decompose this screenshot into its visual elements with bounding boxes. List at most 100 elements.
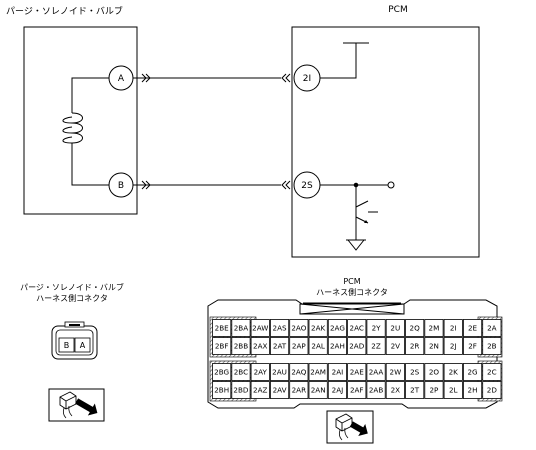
pcm-cavity-2s: 2S xyxy=(405,363,425,381)
pcm-cavity-2ba: 2BA xyxy=(231,319,251,337)
pcm-cavity-2ao: 2AO xyxy=(289,319,309,337)
svg-text:2AM: 2AM xyxy=(310,368,326,377)
svg-text:2BE: 2BE xyxy=(215,324,230,333)
svg-text:A: A xyxy=(118,74,125,84)
svg-text:2Y: 2Y xyxy=(372,324,382,333)
pcm-cavity-2ag: 2AG xyxy=(327,319,347,337)
pcm-supply-line xyxy=(320,42,369,79)
svg-text:2F: 2F xyxy=(468,342,477,351)
pcm-cavity-2g: 2G xyxy=(462,363,483,381)
pcm-connector-title-2: ハーネス側コネクタ xyxy=(316,287,388,297)
solenoid-connector-title-2: ハーネス側コネクタ xyxy=(36,293,108,303)
pcm-cavity-2au: 2AU xyxy=(269,363,290,381)
pcm-cavity-2ar: 2AR xyxy=(289,381,309,399)
pcm-cavity-2ac: 2AC xyxy=(347,319,367,337)
svg-text:2W: 2W xyxy=(390,368,402,377)
svg-text:2X: 2X xyxy=(391,386,401,395)
svg-text:2A: 2A xyxy=(487,324,497,333)
connector-mark-b xyxy=(141,180,151,190)
svg-text:2D: 2D xyxy=(487,386,498,395)
pcm-cavity-2bf: 2BF xyxy=(212,337,232,355)
svg-text:2AE: 2AE xyxy=(350,368,364,377)
pcm-cavity-2af: 2AF xyxy=(347,381,367,399)
pcm-cavity-2c: 2C xyxy=(482,363,502,381)
svg-text:2T: 2T xyxy=(410,386,420,395)
connector-mark-a xyxy=(141,73,151,83)
pcm-cavity-2i: 2I xyxy=(443,319,463,337)
terminal-2s: 2S xyxy=(293,171,321,199)
pcm-cavity-2aq: 2AQ xyxy=(289,363,309,381)
svg-text:2AO: 2AO xyxy=(291,324,306,333)
svg-text:2S: 2S xyxy=(410,368,420,377)
pin-b: B xyxy=(64,341,70,350)
solenoid-connector: B A xyxy=(51,321,98,360)
pcm-title: PCM xyxy=(388,5,407,15)
svg-text:2AU: 2AU xyxy=(272,368,287,377)
pcm-cavity-2ah: 2AH xyxy=(327,337,347,355)
svg-text:2AA: 2AA xyxy=(369,368,384,377)
svg-text:2BC: 2BC xyxy=(234,368,248,377)
solenoid-connector-title-1: パージ・ソレノイド・バルブ xyxy=(20,282,124,292)
terminal-a: A xyxy=(108,65,134,91)
svg-text:2AW: 2AW xyxy=(252,324,268,333)
svg-text:2AD: 2AD xyxy=(349,342,364,351)
svg-text:2Q: 2Q xyxy=(410,324,421,333)
svg-text:2Z: 2Z xyxy=(371,342,381,351)
connector-mark-2i xyxy=(281,73,291,83)
svg-text:2R: 2R xyxy=(410,342,420,351)
solenoid-coil xyxy=(62,77,109,186)
svg-text:2AT: 2AT xyxy=(273,342,287,351)
svg-text:2AX: 2AX xyxy=(253,342,267,351)
pcm-driver-circuit xyxy=(320,181,395,251)
pcm-cavity-2a: 2A xyxy=(482,319,502,337)
pcm-cavity-2ad: 2AD xyxy=(347,337,367,355)
pcm-cavity-2u: 2U xyxy=(385,319,405,337)
svg-text:2O: 2O xyxy=(429,368,440,377)
pcm-cavity-2q: 2Q xyxy=(405,319,425,337)
pcm-cavity-2f: 2F xyxy=(462,337,483,355)
svg-text:2BB: 2BB xyxy=(234,342,249,351)
svg-text:2I: 2I xyxy=(450,324,457,333)
svg-text:2AQ: 2AQ xyxy=(291,368,306,377)
pcm-cavity-2al: 2AL xyxy=(308,337,328,355)
pin-a: A xyxy=(80,341,86,350)
pcm-cavity-2ae: 2AE xyxy=(347,363,367,381)
connector-mark-2s xyxy=(281,180,291,190)
pcm-cavity-2o: 2O xyxy=(424,363,444,381)
svg-text:2BA: 2BA xyxy=(234,324,249,333)
pcm-cavity-2x: 2X xyxy=(385,381,405,399)
svg-text:2BH: 2BH xyxy=(214,386,229,395)
svg-text:2AC: 2AC xyxy=(350,324,364,333)
pcm-cavity-2ap: 2AP xyxy=(289,337,309,355)
pcm-cavity-2j: 2J xyxy=(443,337,463,355)
svg-text:2B: 2B xyxy=(487,342,497,351)
svg-text:2C: 2C xyxy=(487,368,497,377)
pcm-cavity-2aj: 2AJ xyxy=(327,381,347,399)
svg-text:2G: 2G xyxy=(467,368,477,377)
pcm-box xyxy=(291,26,480,258)
svg-text:2AY: 2AY xyxy=(254,368,268,377)
pcm-cavity-2z: 2Z xyxy=(366,337,386,355)
harness-view-icon-left xyxy=(48,388,105,422)
svg-text:2AR: 2AR xyxy=(292,386,306,395)
pcm-cavity-2h: 2H xyxy=(462,381,483,399)
svg-text:2P: 2P xyxy=(429,386,439,395)
pcm-cavity-2as: 2AS xyxy=(269,319,290,337)
svg-text:2AN: 2AN xyxy=(311,386,326,395)
pcm-cavity-2n: 2N xyxy=(424,337,444,355)
solenoid-title: パージ・ソレノイド・バルブ xyxy=(6,5,123,17)
svg-text:2I: 2I xyxy=(303,74,311,84)
pcm-cavity-2aa: 2AA xyxy=(366,363,386,381)
pcm-cavity-2bd: 2BD xyxy=(231,381,251,399)
pcm-cavity-2an: 2AN xyxy=(308,381,328,399)
svg-text:2H: 2H xyxy=(468,386,478,395)
svg-text:2AS: 2AS xyxy=(273,324,287,333)
svg-text:2N: 2N xyxy=(429,342,439,351)
pcm-cavity-2t: 2T xyxy=(405,381,425,399)
terminal-2i: 2I xyxy=(293,64,321,92)
pcm-cavity-2r: 2R xyxy=(405,337,425,355)
svg-text:2V: 2V xyxy=(391,342,401,351)
svg-text:2K: 2K xyxy=(449,368,459,377)
pcm-cavity-2y: 2Y xyxy=(366,319,386,337)
